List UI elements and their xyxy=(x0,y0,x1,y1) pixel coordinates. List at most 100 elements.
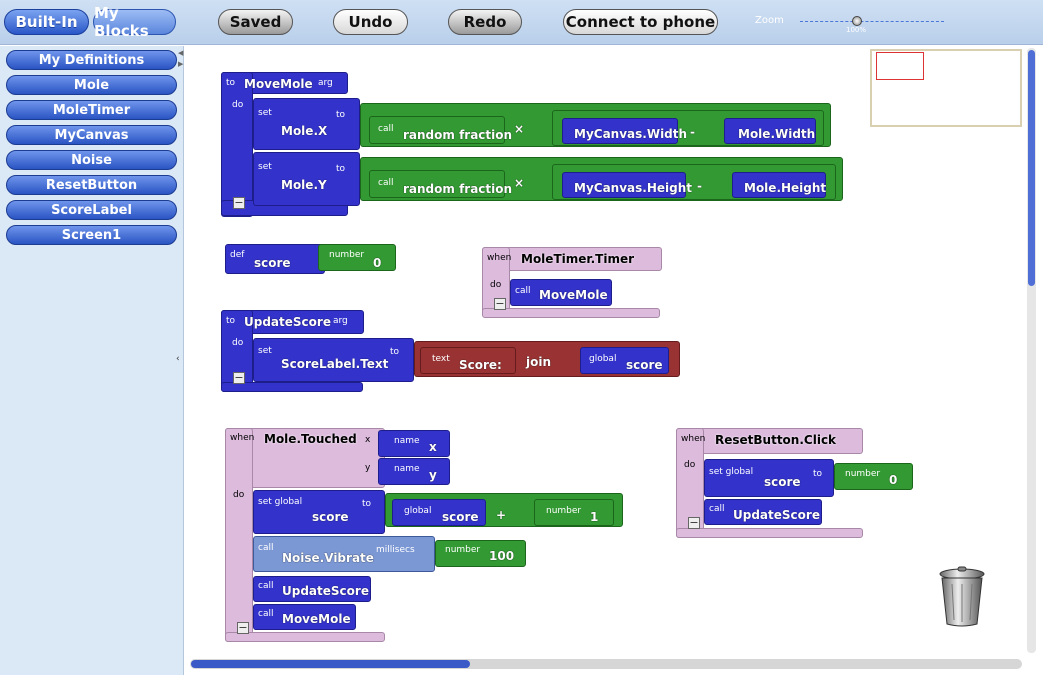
variable-name[interactable]: score xyxy=(254,256,291,270)
to-label: to xyxy=(226,78,236,88)
call-updatescore-block[interactable] xyxy=(253,576,371,602)
set-label: set xyxy=(258,162,272,172)
sidebar-item-mole[interactable]: Mole xyxy=(6,75,177,95)
text-label: text xyxy=(432,354,450,364)
random-fraction-block[interactable] xyxy=(369,170,505,198)
number-block[interactable] xyxy=(534,499,614,526)
number-block[interactable] xyxy=(435,540,526,567)
collapse-minus-icon[interactable]: − xyxy=(233,371,245,384)
random-fraction-block[interactable] xyxy=(369,116,505,144)
redo-button[interactable]: Redo xyxy=(448,9,522,35)
set-mole-y-block[interactable] xyxy=(253,152,360,206)
number-value[interactable]: 1 xyxy=(590,510,599,524)
toolbar: Built-In My Blocks Saved Undo Redo Conne… xyxy=(0,0,1043,45)
trash-can-icon[interactable] xyxy=(938,566,986,628)
operator-label: × xyxy=(514,122,525,136)
number-value[interactable]: 0 xyxy=(373,256,382,270)
variable-name: score xyxy=(442,510,479,524)
procedure-name[interactable]: MoveMole xyxy=(244,77,313,91)
number-value[interactable]: 100 xyxy=(489,549,515,563)
sidebar-item-my-definitions[interactable]: My Definitions xyxy=(6,50,177,70)
set-global-score-block[interactable] xyxy=(704,459,834,497)
undo-button[interactable]: Undo xyxy=(333,9,408,35)
join-label: join xyxy=(526,355,552,369)
zoom-slider-track[interactable] xyxy=(800,21,944,22)
sidebar-item-noise[interactable]: Noise xyxy=(6,150,177,170)
sidebar-item-mycanvas[interactable]: MyCanvas xyxy=(6,125,177,145)
saved-button[interactable]: Saved xyxy=(218,9,293,35)
function-name: random fraction xyxy=(403,182,513,196)
name-label: name xyxy=(394,436,420,446)
function-name: random fraction xyxy=(403,128,513,142)
event-name: Mole.Touched xyxy=(264,432,357,446)
collapse-left-icon[interactable]: ◀ xyxy=(178,49,184,57)
call-updatescore-block[interactable] xyxy=(704,499,822,525)
collapse-right-icon[interactable]: ▶ xyxy=(178,60,184,68)
text-block[interactable] xyxy=(420,347,516,374)
operator-label: + xyxy=(496,508,507,522)
event-name: ResetButton.Click xyxy=(715,433,837,447)
my-blocks-tab[interactable]: My Blocks xyxy=(93,4,176,40)
call-label: call xyxy=(378,124,394,134)
mole-height-block[interactable] xyxy=(732,172,826,198)
collapse-minus-icon[interactable]: − xyxy=(494,297,506,310)
mole-width-block[interactable] xyxy=(724,118,816,144)
name-value: y xyxy=(429,468,437,482)
name-x-block[interactable] xyxy=(378,430,450,457)
number-label: number xyxy=(845,469,881,479)
workspace-minimap[interactable] xyxy=(870,49,1022,127)
sidebar-item-resetbutton[interactable]: ResetButton xyxy=(6,175,177,195)
procedure-name: MoveMole xyxy=(539,288,608,302)
do-label: do xyxy=(233,490,245,500)
sidebar-resize-icon[interactable]: ‹ xyxy=(176,354,180,364)
operator-label: - xyxy=(697,179,702,193)
connect-phone-button[interactable]: Connect to phone xyxy=(563,9,718,35)
set-label: set xyxy=(258,346,272,356)
horizontal-scroll-thumb[interactable] xyxy=(191,660,470,668)
canvas-width-block[interactable] xyxy=(562,118,678,144)
variable-name: score xyxy=(626,358,663,372)
canvas-height-block[interactable] xyxy=(562,172,686,198)
number-block[interactable] xyxy=(318,244,396,271)
to-label: to xyxy=(336,110,346,120)
sidebar-item-screen1[interactable]: Screen1 xyxy=(6,225,177,245)
noise-vibrate-block[interactable] xyxy=(253,536,435,572)
call-movemole-block[interactable] xyxy=(253,604,356,630)
number-value[interactable]: 0 xyxy=(889,473,898,487)
collapse-minus-icon[interactable]: − xyxy=(233,196,245,209)
collapse-minus-icon[interactable]: − xyxy=(237,621,249,634)
horizontal-scrollbar[interactable] xyxy=(190,659,1022,669)
sidebar-item-moletimer[interactable]: MoleTimer xyxy=(6,100,177,120)
number-label: number xyxy=(445,545,481,555)
vertical-scroll-thumb[interactable] xyxy=(1028,50,1035,286)
operator-label: - xyxy=(690,125,695,139)
when-label: when xyxy=(487,253,512,263)
drawer-sidebar: My Definitions Mole MoleTimer MyCanvas N… xyxy=(0,46,184,675)
param-label: millisecs xyxy=(376,545,415,555)
to-label: to xyxy=(226,316,236,326)
zoom-percent: 100% xyxy=(846,26,867,34)
name-y-block[interactable] xyxy=(378,458,450,485)
global-score-block[interactable] xyxy=(392,499,486,526)
to-label: to xyxy=(390,347,400,357)
built-in-tab[interactable]: Built-In xyxy=(4,9,89,35)
method-name: Noise.Vibrate xyxy=(282,551,374,565)
set-global-score-block[interactable] xyxy=(253,490,385,534)
minimap-viewport[interactable] xyxy=(876,52,924,80)
call-label: call xyxy=(258,609,274,619)
property-name: Mole.Y xyxy=(281,178,327,192)
set-scorelabel-text-block[interactable] xyxy=(253,338,414,382)
call-movemole-block[interactable] xyxy=(510,279,612,306)
procedure-name[interactable]: UpdateScore xyxy=(244,315,331,329)
getter-name: MyCanvas.Width xyxy=(574,127,688,141)
text-value[interactable]: Score: xyxy=(459,358,502,372)
set-mole-x-block[interactable] xyxy=(253,98,360,150)
vertical-scrollbar[interactable] xyxy=(1027,48,1036,653)
param-label: y xyxy=(365,463,371,473)
collapse-minus-icon[interactable]: − xyxy=(688,516,700,529)
global-score-block[interactable] xyxy=(580,347,669,374)
zoom-slider-knob[interactable] xyxy=(852,16,862,26)
number-label: number xyxy=(329,250,365,260)
sidebar-item-scorelabel[interactable]: ScoreLabel xyxy=(6,200,177,220)
number-block[interactable] xyxy=(834,463,913,490)
